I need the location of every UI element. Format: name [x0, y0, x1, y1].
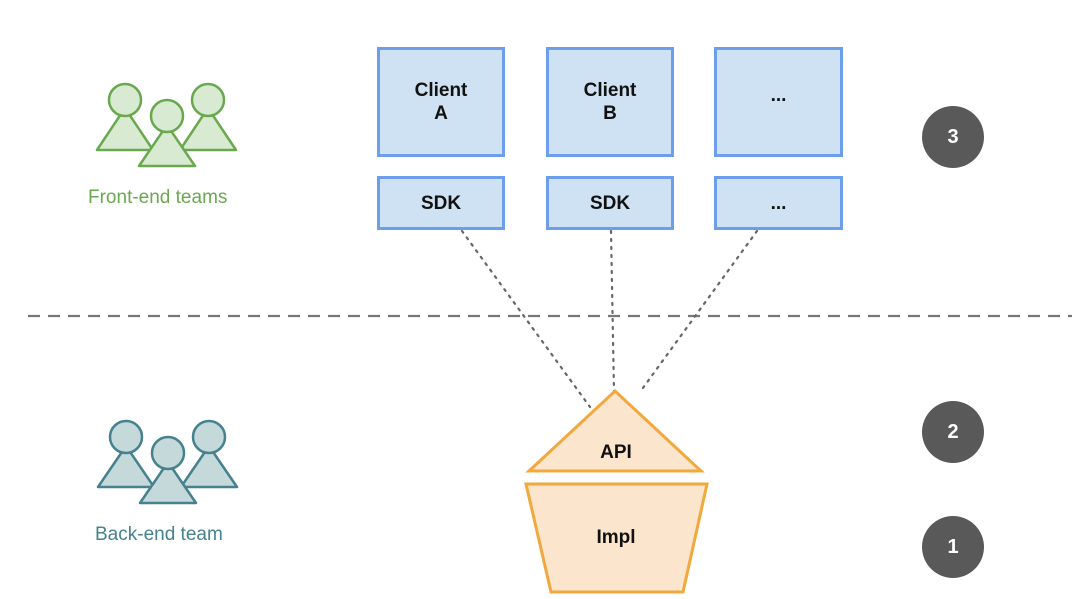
sdk-more-box: ...	[714, 176, 843, 230]
connector-sdk-a	[460, 229, 592, 409]
connector-sdk-b	[609, 229, 616, 394]
layer-badge-2: 2	[922, 401, 984, 463]
api-shape	[525, 388, 705, 473]
back-end-team-icon	[96, 419, 239, 505]
sdk-a-box: SDK	[377, 176, 505, 230]
sdk-b-box: SDK	[546, 176, 674, 230]
client-b-box: Client B	[546, 47, 674, 157]
front-end-teams-label: Front-end teams	[88, 187, 228, 208]
impl-shape	[524, 482, 709, 594]
layer-badge-1: 1	[922, 516, 984, 578]
impl-label: Impl	[596, 527, 635, 548]
connector-sdk-more	[638, 229, 759, 394]
client-more-box: ...	[714, 47, 843, 157]
client-a-box: Client A	[377, 47, 505, 157]
front-end-team-icon	[95, 82, 238, 168]
back-end-team-label: Back-end team	[95, 524, 223, 545]
layer-badge-3: 3	[922, 106, 984, 168]
api-label: API	[600, 442, 632, 463]
